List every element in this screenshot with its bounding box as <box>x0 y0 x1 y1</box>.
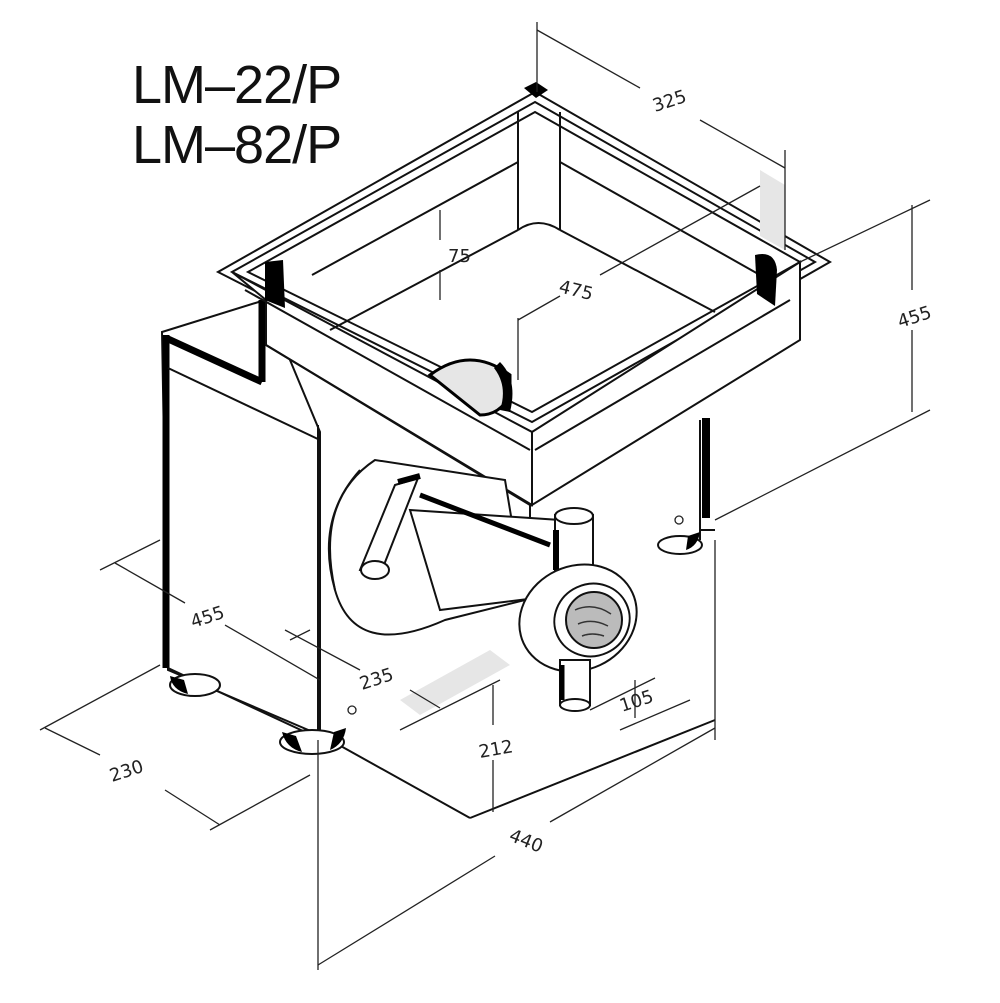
dim-455-right-label: 455 <box>895 302 934 333</box>
dim-235-label: 235 <box>357 664 396 695</box>
dim-440-label: 440 <box>506 825 546 857</box>
dim-105-label: 105 <box>617 686 656 717</box>
dim-325-label: 325 <box>650 86 689 117</box>
model-title-lm82p: LM–82/P <box>132 115 342 175</box>
dim-230-label: 230 <box>107 756 146 787</box>
dim-75-label: 75 <box>448 246 471 267</box>
grinder-head <box>327 458 638 715</box>
machine-feet <box>169 515 703 755</box>
dimension-lines <box>39 22 931 970</box>
hopper-tray <box>215 82 833 555</box>
model-title-lm22p: LM–22/P <box>132 55 342 115</box>
dim-212-label: 212 <box>477 736 514 763</box>
